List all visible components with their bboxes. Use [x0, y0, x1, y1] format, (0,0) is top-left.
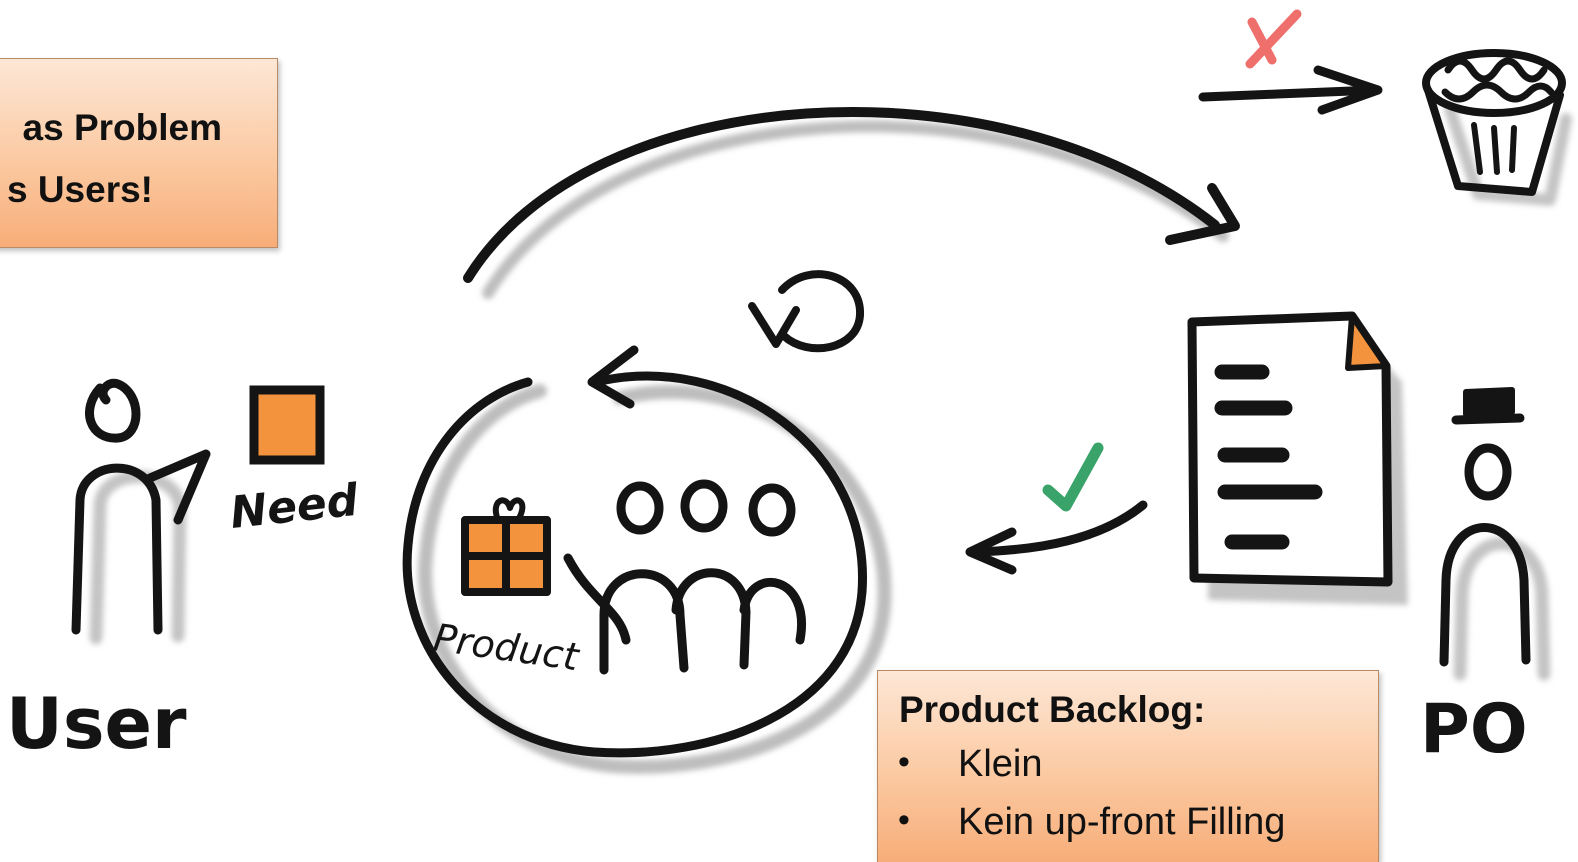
po-figure-icon [1439, 387, 1551, 681]
problem-note-line-2: s Users! [6, 169, 153, 210]
need-label: Need [228, 475, 361, 539]
cross-icon [1245, 9, 1302, 69]
problem-note: as Problem s Users! [0, 58, 278, 248]
team-circle [402, 345, 892, 774]
po-label: PO [1420, 690, 1528, 769]
bullet-icon: • [898, 743, 910, 781]
cycle-icon [748, 270, 865, 353]
backlog-note-title: Product Backlog: [899, 689, 1206, 730]
user-figure-icon [71, 378, 211, 645]
top-arc-arrow [463, 106, 1240, 299]
list-item-text: Klein [958, 743, 1043, 785]
backlog-note: Product Backlog: • Klein • Kein up-front… [877, 670, 1379, 862]
user-label: User [6, 683, 187, 765]
need-icon [249, 385, 325, 465]
reject-arrow [1198, 65, 1383, 115]
list-item-text: Kein up-front Filling [958, 801, 1286, 843]
team-members-icon [563, 479, 806, 675]
problem-note-line-1: as Problem [22, 107, 222, 148]
product-gift-icon [461, 497, 551, 596]
trash-bin-icon [1422, 49, 1572, 206]
bullet-icon: • [898, 801, 910, 839]
checkmark-icon [1042, 442, 1104, 512]
backlog-document-icon [1187, 311, 1408, 605]
accept-arrow [965, 500, 1148, 575]
